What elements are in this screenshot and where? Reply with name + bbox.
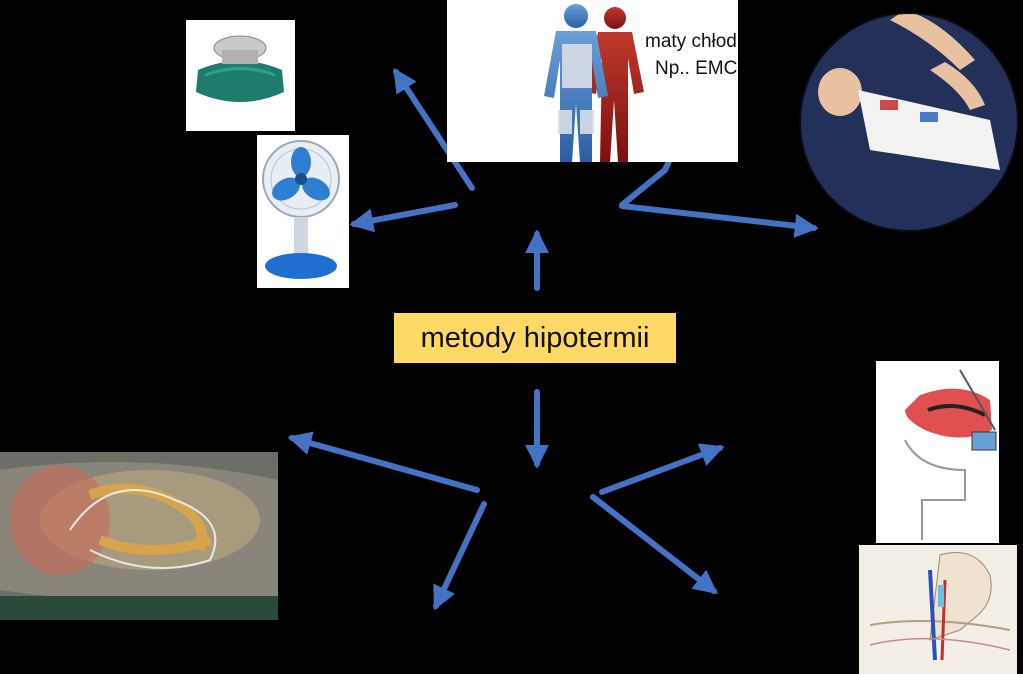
desk-fan-icon (257, 135, 349, 288)
nasal-cooling-device-icon (876, 361, 999, 543)
arrow-to-bowel (287, 431, 480, 493)
cooling-mats-line-1: maty chłod (645, 31, 737, 52)
cooling-mats-line-2: Np.. EMC (655, 58, 737, 79)
center-label-metody-hipotermii: metody hipotermii (394, 313, 676, 363)
arrow-to-ice-bag (393, 67, 475, 191)
arrow-to-fan (349, 202, 458, 233)
arrow-lower-left (433, 501, 487, 611)
cooling-body-figures-icon: maty chłod Np.. EMC (447, 0, 738, 162)
infant-cooling-wrap-icon (799, 12, 1019, 232)
ice-bag-icon (186, 20, 295, 131)
arrows (287, 67, 819, 611)
central-venous-catheter-icon (859, 545, 1017, 674)
bowel-lavage-catheter-icon (0, 452, 278, 620)
arrow-to-infant-wrap (619, 203, 819, 238)
arrow-to-nasal (599, 443, 725, 495)
arrow-to-central-line (590, 494, 718, 594)
